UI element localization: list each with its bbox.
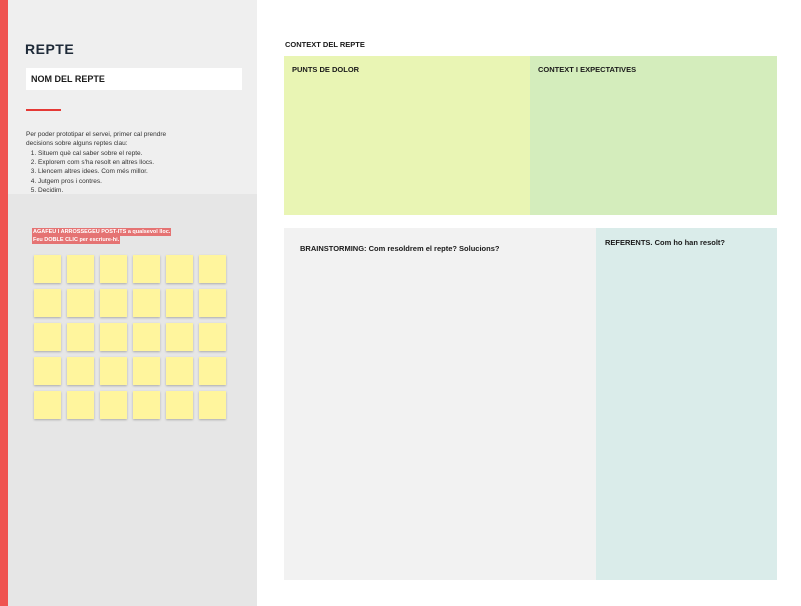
context-section-label: CONTEXT DEL REPTE [285, 40, 365, 49]
instructions-line-1: AGAFEU I ARROSSEGEU POST-ITS a qualsevol… [32, 228, 172, 236]
postit-note[interactable] [133, 391, 160, 419]
postit-note[interactable] [199, 255, 226, 283]
steps-list: Situem què cal saber sobre el repte. Exp… [26, 149, 186, 195]
challenge-name-field[interactable] [26, 68, 242, 90]
step-item: Situem què cal saber sobre el repte. [38, 149, 186, 158]
postit-note[interactable] [100, 391, 127, 419]
postit-note[interactable] [34, 357, 61, 385]
postit-note[interactable] [166, 289, 193, 317]
postit-note[interactable] [100, 357, 127, 385]
postit-note[interactable] [100, 323, 127, 351]
postit-note[interactable] [67, 289, 94, 317]
postit-note[interactable] [34, 323, 61, 351]
context-expectations-heading: CONTEXT I EXPECTATIVES [538, 65, 637, 74]
pain-points-panel[interactable]: PUNTS DE DOLOR [284, 56, 530, 215]
postit-note[interactable] [34, 391, 61, 419]
context-expectations-panel[interactable]: CONTEXT I EXPECTATIVES [530, 56, 777, 215]
postit-note[interactable] [166, 391, 193, 419]
intro-paragraph: Per poder prototipar el servei, primer c… [26, 131, 167, 147]
referents-panel[interactable]: REFERENTS. Com ho han resolt? [596, 228, 777, 580]
postit-note[interactable] [67, 323, 94, 351]
postit-note[interactable] [199, 289, 226, 317]
instructions-line-2: Feu DOBLE CLIC per escriure-hi. [32, 236, 121, 244]
postit-instructions: AGAFEU I ARROSSEGEU POST-ITS a qualsevol… [32, 228, 172, 244]
postit-note[interactable] [133, 289, 160, 317]
postit-note[interactable] [67, 357, 94, 385]
postit-note[interactable] [199, 357, 226, 385]
postit-note[interactable] [199, 323, 226, 351]
postit-note[interactable] [199, 391, 226, 419]
postit-note[interactable] [100, 289, 127, 317]
intro-text-block: Per poder prototipar el servei, primer c… [26, 130, 186, 195]
referents-heading: REFERENTS. Com ho han resolt? [605, 238, 726, 247]
postit-note[interactable] [67, 255, 94, 283]
postit-note[interactable] [166, 255, 193, 283]
step-item: Llencem altres idees. Com més millor. [38, 167, 186, 176]
step-item: Explorem com s'ha resolt en altres llocs… [38, 158, 186, 167]
postit-note[interactable] [34, 255, 61, 283]
postit-note[interactable] [133, 357, 160, 385]
accent-stripe [0, 0, 8, 606]
postit-grid [34, 255, 226, 419]
brainstorming-panel[interactable]: BRAINSTORMING: Com resoldrem el repte? S… [284, 228, 596, 580]
title-divider [26, 109, 61, 111]
brainstorming-heading: BRAINSTORMING: Com resoldrem el repte? S… [300, 244, 500, 253]
step-item: Decidim. [38, 186, 186, 195]
step-item: Jutgem pros i contres. [38, 177, 186, 186]
postit-note[interactable] [166, 323, 193, 351]
postit-note[interactable] [166, 357, 193, 385]
postit-note[interactable] [100, 255, 127, 283]
postit-note[interactable] [133, 255, 160, 283]
sidebar-header-area [8, 0, 257, 194]
postit-note[interactable] [67, 391, 94, 419]
postit-note[interactable] [133, 323, 160, 351]
pain-points-heading: PUNTS DE DOLOR [292, 65, 360, 74]
postit-note[interactable] [34, 289, 61, 317]
page-title: REPTE [25, 41, 75, 57]
